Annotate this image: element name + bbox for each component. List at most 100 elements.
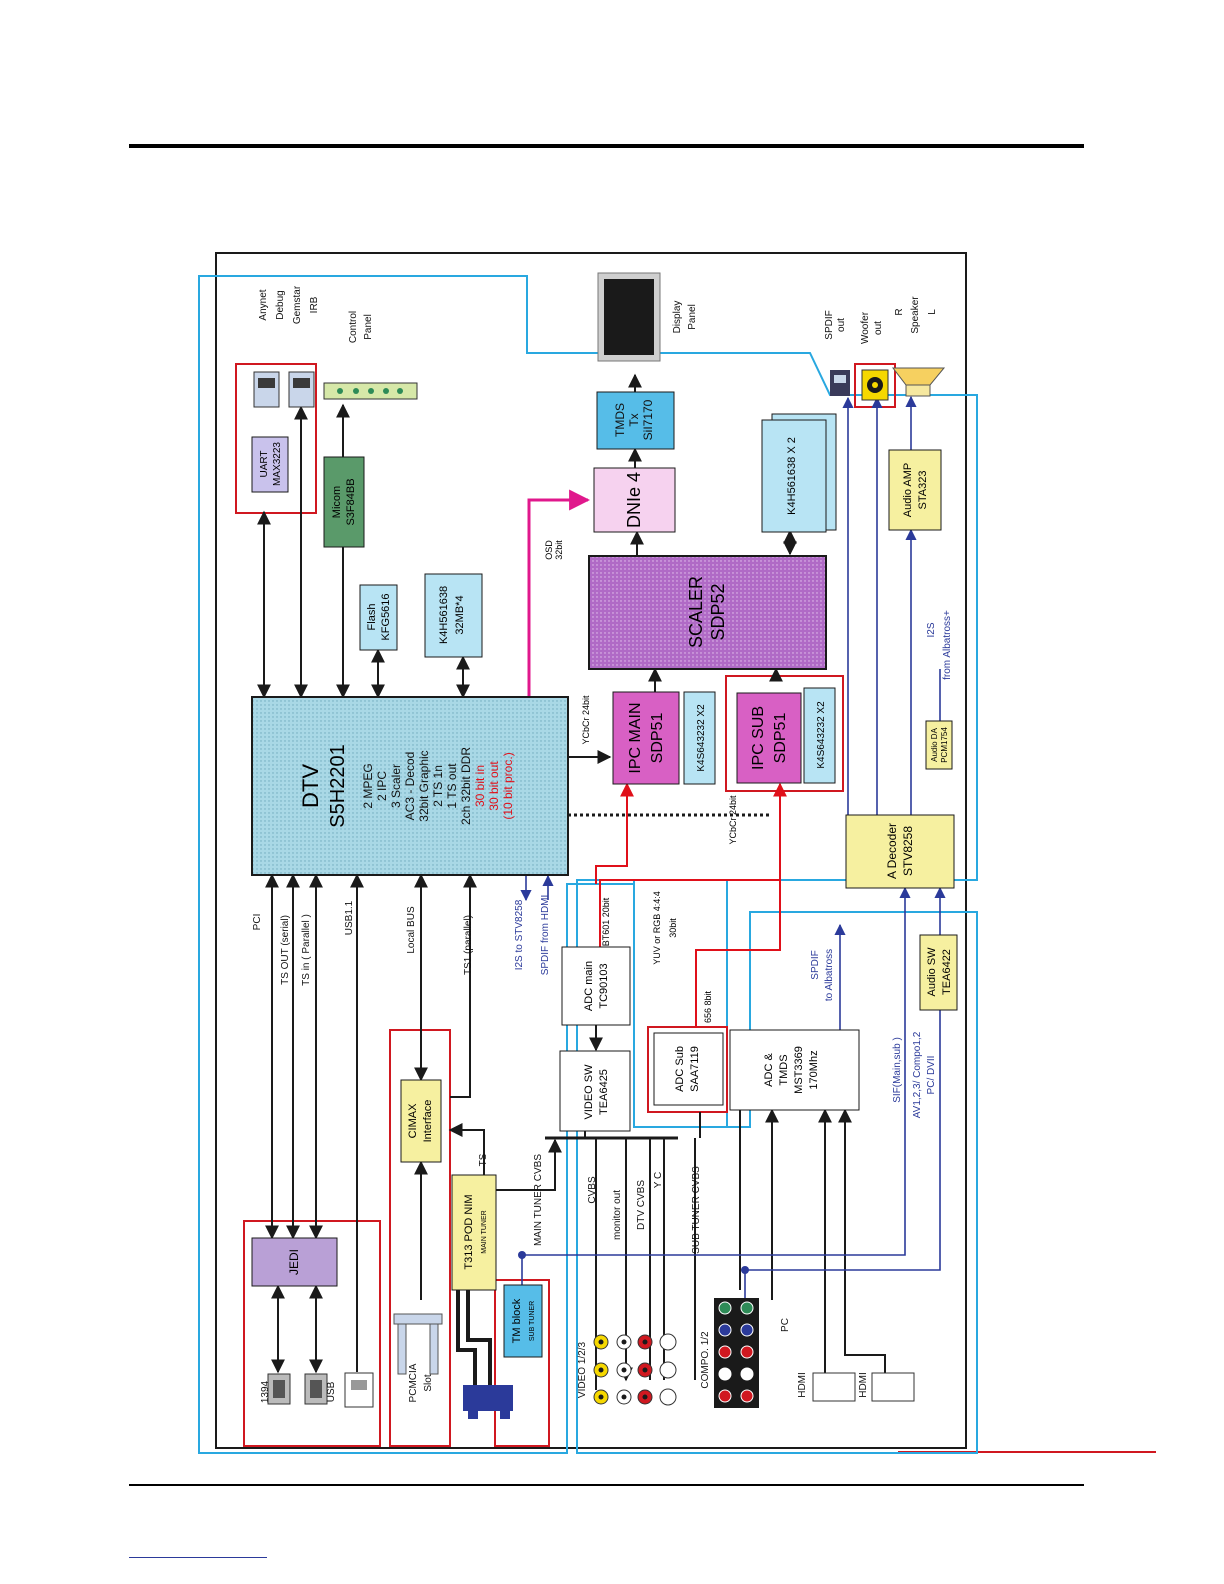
tuner-cables [456,1290,492,1385]
label-ycbcr-sub: YCbCr 24bit [728,795,738,845]
audio-sw-line: Audio SW [926,947,938,997]
label-control: Control [348,311,359,343]
adc-main-block: ADC main TC90103 [561,946,631,1026]
ipc-main-line: SDP51 [649,713,666,764]
label-yuv: YUV or RGB 4:4:4 [652,891,662,965]
dtv-line: 1 TS out [445,763,459,809]
audio-da-block: Audio DA PCM1754 [925,720,953,770]
woofer-out-icon [861,369,889,401]
label-656: 656 8bit [703,990,713,1023]
label-av: PC/ DVII [926,1056,937,1095]
adc-tmds-line: ADC & [763,1053,775,1087]
hdmi-connector-icon [812,1372,915,1402]
label-yuv: 30bit [668,918,678,938]
tmds-line: TMDS [613,403,627,437]
label-anynet: Anynet [258,289,269,320]
label-av: AV1,2,3/ Compo1,2 [912,1031,923,1118]
tm-block: TM block SUB TUNER [503,1284,543,1358]
label-osd: OSD [544,540,554,560]
label-local-bus: Local BUS [406,906,417,954]
cimax-line: Interface [422,1100,434,1143]
label-sif: SIF(Main,sub ) [892,1037,903,1103]
label-cvbs: CVBS [587,1176,598,1204]
label-spdif-out: SPDIF [824,310,835,339]
audio-sw-block: Audio SW TEA6422 [919,934,958,1011]
cimax-line: CIMAX [407,1103,419,1139]
label-usb11: USB1.1 [344,900,355,935]
label-i2s: I2S [926,622,937,637]
label-spdif-out: out [836,318,847,332]
label-ts: TS [478,1153,489,1166]
label-ts-in: TS in ( Parallel ) [301,914,312,986]
dtv-red-line: (10 bit proc.) [501,752,515,819]
uart-block: UART MAX3223 [251,436,289,493]
label-sub-tuner-cvbs: SUB TUNER CVBS [691,1166,702,1254]
footer-link-underline [129,1557,267,1558]
tm-block-line: TM block [511,1298,523,1343]
flash-block: Flash KFG5616 [359,584,398,651]
adc-sub-block: ADC Sub SAA7119 [653,1032,724,1106]
k4s-sub-block: K4S643232 X2 [803,687,836,784]
label-ts-out: TS OUT (serial) [280,915,291,985]
label-debug: Debug [275,290,286,319]
flash-line: Flash [366,604,378,631]
dtv-red-line: 30 bit in [473,765,487,807]
label-pci: PCI [252,914,263,931]
label-l: L [927,309,938,315]
label-pcmcia: Slot [423,1374,434,1391]
cimax-block: CIMAX Interface [400,1079,442,1163]
scaler-line: SCALER [686,576,706,648]
dtv-title: DTV [298,764,323,808]
scaler-block: SCALER SDP52 [588,555,827,670]
display-panel-icon [597,272,661,362]
label-usb: USB [326,1381,337,1402]
a-decoder-line: STV8258 [901,826,915,876]
osd-magenta-path [527,489,591,697]
label-monitor-out: monitor out [612,1190,623,1240]
video-sw-block: VIDEO SW TEA6425 [559,1050,631,1132]
junction-dot [518,1251,526,1259]
adc-sub-line: SAA7119 [689,1046,701,1092]
pcmcia-slot-icon [393,1313,443,1375]
label-r: R [894,308,905,315]
label-woofer: Woofer [860,311,871,344]
jedi-line: JEDI [287,1249,301,1275]
tm-block-sub: SUB TUNER [529,1301,536,1341]
micom-line: Micom [331,486,343,518]
navy-connections [520,395,946,1298]
label-spdif-albatross: to Albatross [824,949,835,1001]
red-margin-line [898,1451,1156,1453]
label-1394: 1394 [260,1380,271,1403]
label-woofer: out [873,321,884,335]
label-osd: 32bit [554,540,564,560]
label-video123: VIDEO 1/2/3 [577,1341,588,1398]
ipc-sub-line: IPC SUB [750,706,767,770]
red-connections [595,782,787,1028]
audio-amp-line: STA323 [917,471,929,510]
label-main-tuner-cvbs: MAIN TUNER CVBS [533,1154,544,1246]
label-ts1: TS1 (parallel) [463,915,474,975]
tmds-line: Tx [627,413,641,426]
label-pcmcia: PCMCIA [408,1363,419,1402]
pod-nim-sub: MAIN TUNER [481,1210,488,1253]
control-panel-icon [323,382,418,400]
serial-connector-icon [253,371,315,408]
uart-line: UART [259,450,270,477]
k4h-scaler-line: K4H561638 X 2 [786,437,798,515]
labels: Anynet Debug Gemstar IRB Control Panel D… [252,285,953,1403]
uart-line: MAX3223 [272,442,283,486]
header-rule [129,144,1084,148]
tmds-tx-block: TMDS Tx SiI7170 [596,391,675,450]
pod-nim-block: T313 POD NIM MAIN TUNER [451,1174,497,1291]
label-hdmi: HDMI [858,1372,869,1398]
dnie-block: DNIe 4 [593,467,676,533]
dtv-red-line: 30 bit out [487,761,501,811]
k4s-main-line: K4S643232 X2 [696,704,707,772]
adc-main-line: ADC main [583,961,595,1011]
micom-block: Micom S3F84BB [323,456,365,548]
dtv-line: 2 IPC [375,771,389,801]
usb-connector-icon [344,1372,374,1408]
audio-da-line: PCM1754 [940,727,949,763]
label-gemstar: Gemstar [292,285,303,324]
